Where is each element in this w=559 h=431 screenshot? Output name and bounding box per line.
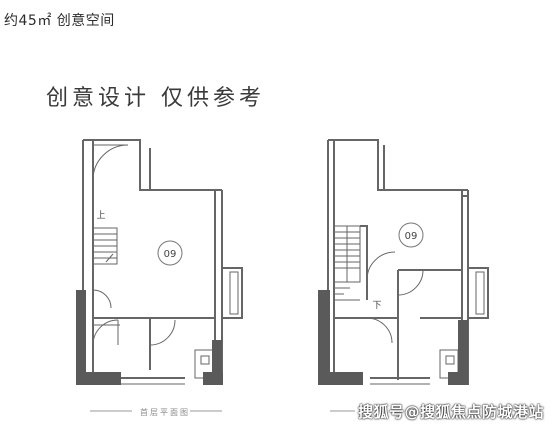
source-watermark: 搜狐号@搜狐焦点防城港站 [358,403,545,421]
upper-floor-room-tag [398,222,424,248]
ground-floor-stair-label: 上 [96,210,105,221]
ground-floor-plan-label: 首层平面图 [140,408,190,417]
ground-floor-room-tag [157,240,183,266]
area-caption: 约45㎡ 创意空间 [4,13,115,29]
upper-floor-stair-label: 下 [372,301,381,311]
ground-floor-room-number: 09 [164,249,177,260]
ground-floor-solid-walls [76,290,223,385]
upper-floor-room-number: 09 [405,231,418,242]
upper-floor-solid-walls [318,290,468,385]
page-title: 创意设计 仅供参考 [46,86,265,111]
